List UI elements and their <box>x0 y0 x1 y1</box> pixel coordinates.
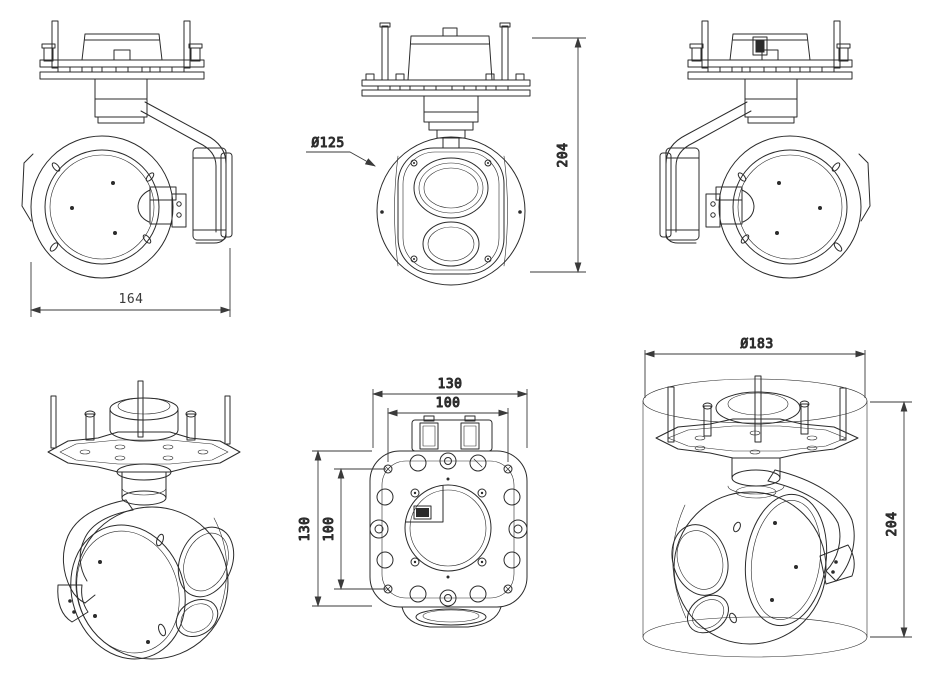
eo-lens <box>177 526 235 598</box>
dim-label-top-mount-depth: 100 <box>322 517 337 542</box>
camera-ball <box>672 491 828 645</box>
dim-label-top-outer-depth: 130 <box>298 517 313 542</box>
camera-ball <box>70 506 229 660</box>
view-isometric <box>47 380 241 660</box>
view-front: Ø125 204 <box>306 22 586 286</box>
view-side-left <box>659 20 871 279</box>
corner-screws <box>383 464 513 594</box>
eo-lens <box>671 524 729 596</box>
ir-lens <box>175 598 219 638</box>
dim-label-top-outer-width: 130 <box>438 377 463 392</box>
dimension-height-204 <box>530 36 586 274</box>
camera-ball <box>21 135 174 279</box>
gimbal-arm <box>140 101 233 244</box>
lens-dome-below <box>401 606 502 628</box>
dimension-envelope-diameter <box>643 350 867 398</box>
dimension-164 <box>29 248 232 317</box>
dim-label-front-height: 204 <box>556 143 571 168</box>
dimension-top-100-depth <box>334 467 386 591</box>
gimbal-arm <box>57 499 134 623</box>
yaw-motor <box>94 78 148 124</box>
dim-label-envelope-diameter: Ø183 <box>740 337 773 352</box>
damper-plate-assembly <box>655 375 859 459</box>
ir-lens <box>422 221 480 267</box>
damper-plate-assembly <box>361 22 531 97</box>
yaw-motor <box>727 457 785 499</box>
damper-plate-assembly <box>39 20 205 80</box>
dim-label-envelope-height: 204 <box>885 512 900 537</box>
dim-label-top-mount-width: 100 <box>436 396 461 411</box>
dimension-envelope-height <box>870 400 912 639</box>
view-top-mount: 130 100 130 100 <box>298 377 529 628</box>
eo-lens <box>413 157 489 219</box>
dimension-top-130-depth <box>312 449 372 608</box>
top-connector <box>752 36 768 56</box>
ir-lens <box>687 594 729 634</box>
dimension-sphere-diameter <box>306 151 376 167</box>
top-connector <box>411 415 493 452</box>
view-swept-envelope: Ø183 204 <box>642 337 912 658</box>
dimension-top-100-width <box>386 408 510 462</box>
gimbal-arm <box>767 469 855 585</box>
dimension-top-130-width <box>371 389 529 448</box>
yaw-motor <box>423 95 479 149</box>
mount-plate <box>369 450 528 608</box>
damper-plate-assembly <box>47 380 241 473</box>
dim-label-side-width: 164 <box>119 292 144 307</box>
view-side-right: 164 <box>29 248 232 317</box>
yaw-motor <box>116 463 172 506</box>
mirrored-side-body <box>659 20 871 279</box>
dim-label-sphere-diameter: Ø125 <box>311 136 344 151</box>
camera-ball <box>376 136 526 286</box>
side-view-body <box>21 20 233 279</box>
pitch-clamp <box>137 186 187 228</box>
